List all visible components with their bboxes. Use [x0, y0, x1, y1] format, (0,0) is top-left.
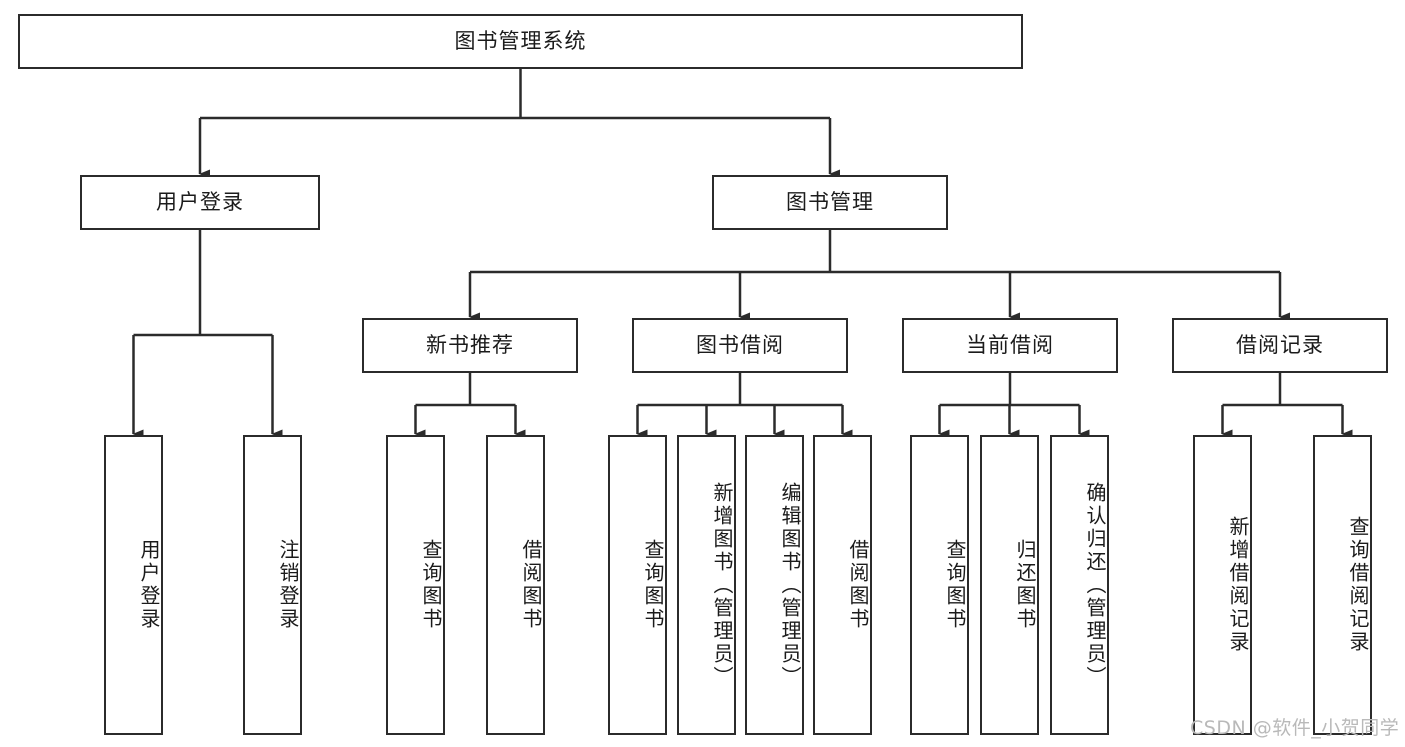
- diagram-node-label: 归还图书: [1013, 539, 1037, 631]
- diagram-node-label: 借阅记录: [1236, 332, 1324, 357]
- diagram-node-l-logout[interactable]: 注销登录: [243, 435, 302, 735]
- diagram-node-l-query1[interactable]: 查询图书: [386, 435, 445, 735]
- diagram-node-l-confirm[interactable]: 确认归还（管理员）: [1050, 435, 1109, 735]
- diagram-node-l-borrow2[interactable]: 借阅图书: [813, 435, 872, 735]
- diagram-node-label: 当前借阅: [966, 332, 1054, 357]
- diagram-node-label: 用户登录: [156, 189, 244, 214]
- diagram-node-root[interactable]: 图书管理系统: [18, 14, 1023, 69]
- diagram-node-label: 编辑图书（管理员）: [778, 481, 802, 689]
- diagram-node-current[interactable]: 当前借阅: [902, 318, 1118, 373]
- diagram-node-records[interactable]: 借阅记录: [1172, 318, 1388, 373]
- diagram-node-label: 用户登录: [137, 539, 161, 631]
- diagram-node-l-borrow1[interactable]: 借阅图书: [486, 435, 545, 735]
- diagram-node-label: 图书管理系统: [454, 28, 587, 53]
- diagram-node-label: 查询图书: [641, 539, 665, 631]
- csdn-watermark: CSDN @软件_小贺同学: [1190, 717, 1400, 739]
- diagram-node-label: 查询图书: [943, 539, 967, 631]
- diagram-node-label: 确认归还（管理员）: [1083, 481, 1107, 689]
- diagram-node-login[interactable]: 用户登录: [80, 175, 320, 230]
- diagram-node-borrow[interactable]: 图书借阅: [632, 318, 848, 373]
- diagram-node-l-add[interactable]: 新增图书（管理员）: [677, 435, 736, 735]
- diagram-node-l-login[interactable]: 用户登录: [104, 435, 163, 735]
- diagram-node-label: 新书推荐: [426, 332, 514, 357]
- diagram-node-l-queryrec[interactable]: 查询借阅记录: [1313, 435, 1372, 735]
- diagram-node-label: 查询借阅记录: [1346, 516, 1370, 654]
- diagram-node-l-return[interactable]: 归还图书: [980, 435, 1039, 735]
- diagram-node-label: 图书借阅: [696, 332, 784, 357]
- diagram-node-l-query3[interactable]: 查询图书: [910, 435, 969, 735]
- diagram-node-label: 新增借阅记录: [1226, 516, 1250, 654]
- diagram-node-bookmgmt[interactable]: 图书管理: [712, 175, 948, 230]
- diagram-node-l-addrec[interactable]: 新增借阅记录: [1193, 435, 1252, 735]
- diagram-node-label: 注销登录: [276, 539, 300, 631]
- diagram-node-label: 借阅图书: [519, 539, 543, 631]
- diagram-node-newbook[interactable]: 新书推荐: [362, 318, 578, 373]
- diagram-node-label: 图书管理: [786, 189, 874, 214]
- diagram-node-l-query2[interactable]: 查询图书: [608, 435, 667, 735]
- diagram-node-l-edit[interactable]: 编辑图书（管理员）: [745, 435, 804, 735]
- diagram-node-label: 新增图书（管理员）: [710, 481, 734, 689]
- diagram-node-label: 查询图书: [419, 539, 443, 631]
- diagram-node-label: 借阅图书: [846, 539, 870, 631]
